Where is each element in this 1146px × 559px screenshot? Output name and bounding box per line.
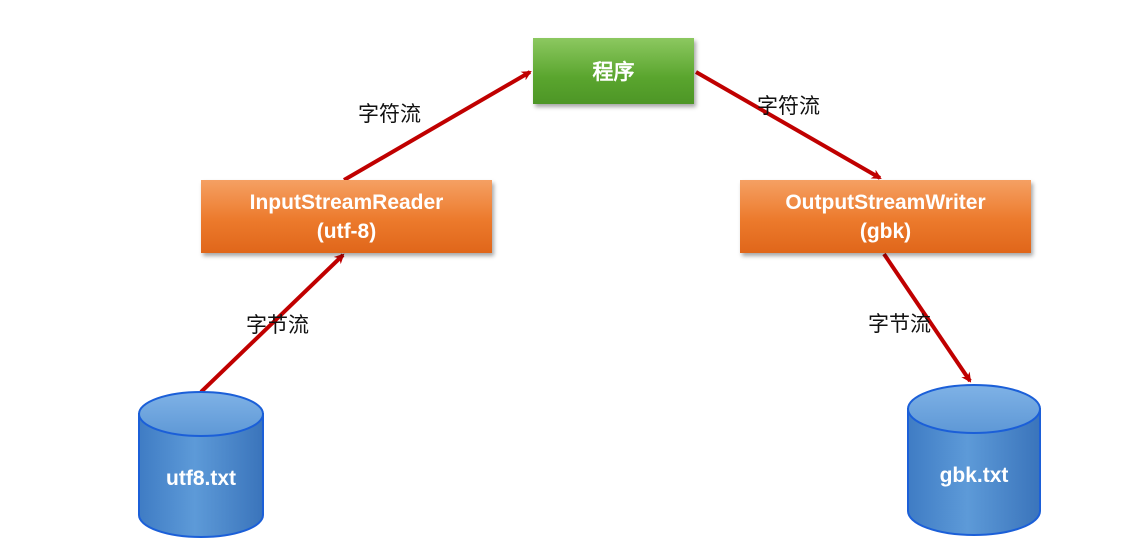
program-node: 程序 [533,38,694,104]
program-label: 程序 [592,61,635,84]
arrow-file-to-reader [199,253,345,394]
edge-label-file-to-reader: 字节流 [246,313,309,337]
output-stream-writer-node: OutputStreamWriter (gbk) [740,180,1031,253]
target-file-label: gbk.txt [939,464,1009,487]
edge-label-writer-to-file: 字节流 [868,312,931,336]
arrow-reader-to-program [342,70,532,182]
cylinder-source-file [138,391,264,538]
arrow-writer-to-file [882,252,972,383]
input-reader-title: InputStreamReader [249,190,444,214]
input-stream-reader-node: InputStreamReader (utf-8) [201,180,492,253]
source-file-label: utf8.txt [166,467,236,490]
output-writer-title: OutputStreamWriter [785,190,986,214]
output-writer-encoding: (gbk) [859,219,912,243]
cylinder-target-file [907,384,1041,536]
input-reader-encoding: (utf-8) [316,219,377,243]
arrow-program-to-writer [695,70,882,180]
edge-label-reader-to-program: 字符流 [358,102,421,126]
edge-label-program-to-writer: 字符流 [757,94,820,118]
